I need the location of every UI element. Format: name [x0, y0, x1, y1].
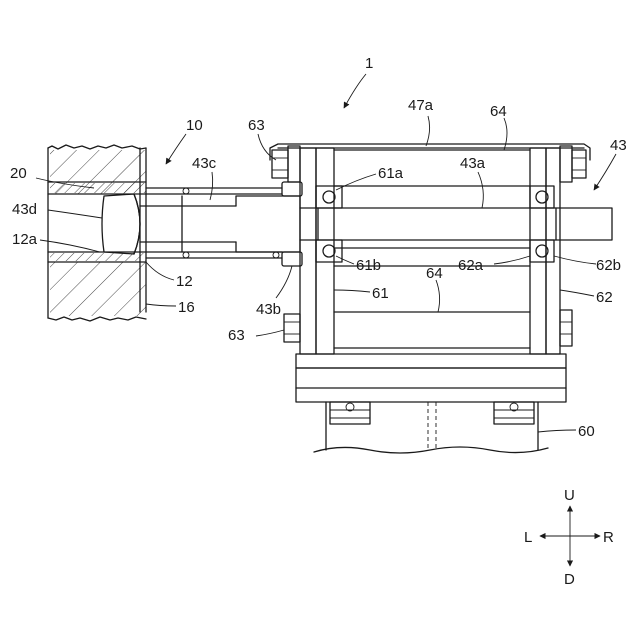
direction-left: L	[524, 529, 532, 546]
bolts	[272, 146, 586, 424]
label-63-bottom: 63	[228, 327, 245, 344]
bearings	[316, 186, 554, 262]
label-43c: 43c	[192, 155, 217, 172]
label-62b: 62b	[596, 257, 621, 274]
label-64-top: 64	[490, 103, 507, 120]
label-64-lower: 64	[426, 265, 443, 282]
label-63-top: 63	[248, 117, 265, 134]
label-43a: 43a	[460, 155, 486, 172]
direction-right: R	[603, 529, 614, 546]
head-43d	[102, 194, 300, 254]
label-61a: 61a	[378, 165, 404, 182]
label-62a: 62a	[458, 257, 484, 274]
cover-47a	[270, 144, 590, 160]
label-43b: 43b	[256, 301, 281, 318]
label-60: 60	[578, 423, 595, 440]
label-62: 62	[596, 289, 613, 306]
direction-indicator: U D L R	[524, 487, 614, 588]
sleeve-43c	[146, 188, 282, 258]
direction-up: U	[564, 487, 575, 504]
label-43: 43	[610, 137, 627, 154]
reference-labels: 1 10 63 47a 64 43 20 43c 61a 43a 43d 12a…	[10, 55, 627, 440]
label-12: 12	[176, 273, 193, 290]
label-43d: 43d	[12, 201, 37, 218]
label-61b: 61b	[356, 257, 381, 274]
label-20: 20	[10, 165, 27, 182]
label-61: 61	[372, 285, 389, 302]
wall-section	[48, 145, 146, 321]
label-47a: 47a	[408, 97, 434, 114]
label-12a: 12a	[12, 231, 38, 248]
label-10: 10	[186, 117, 203, 134]
shaft-43a	[300, 208, 612, 240]
label-1: 1	[365, 55, 373, 72]
direction-down: D	[564, 571, 575, 588]
label-16: 16	[178, 299, 195, 316]
